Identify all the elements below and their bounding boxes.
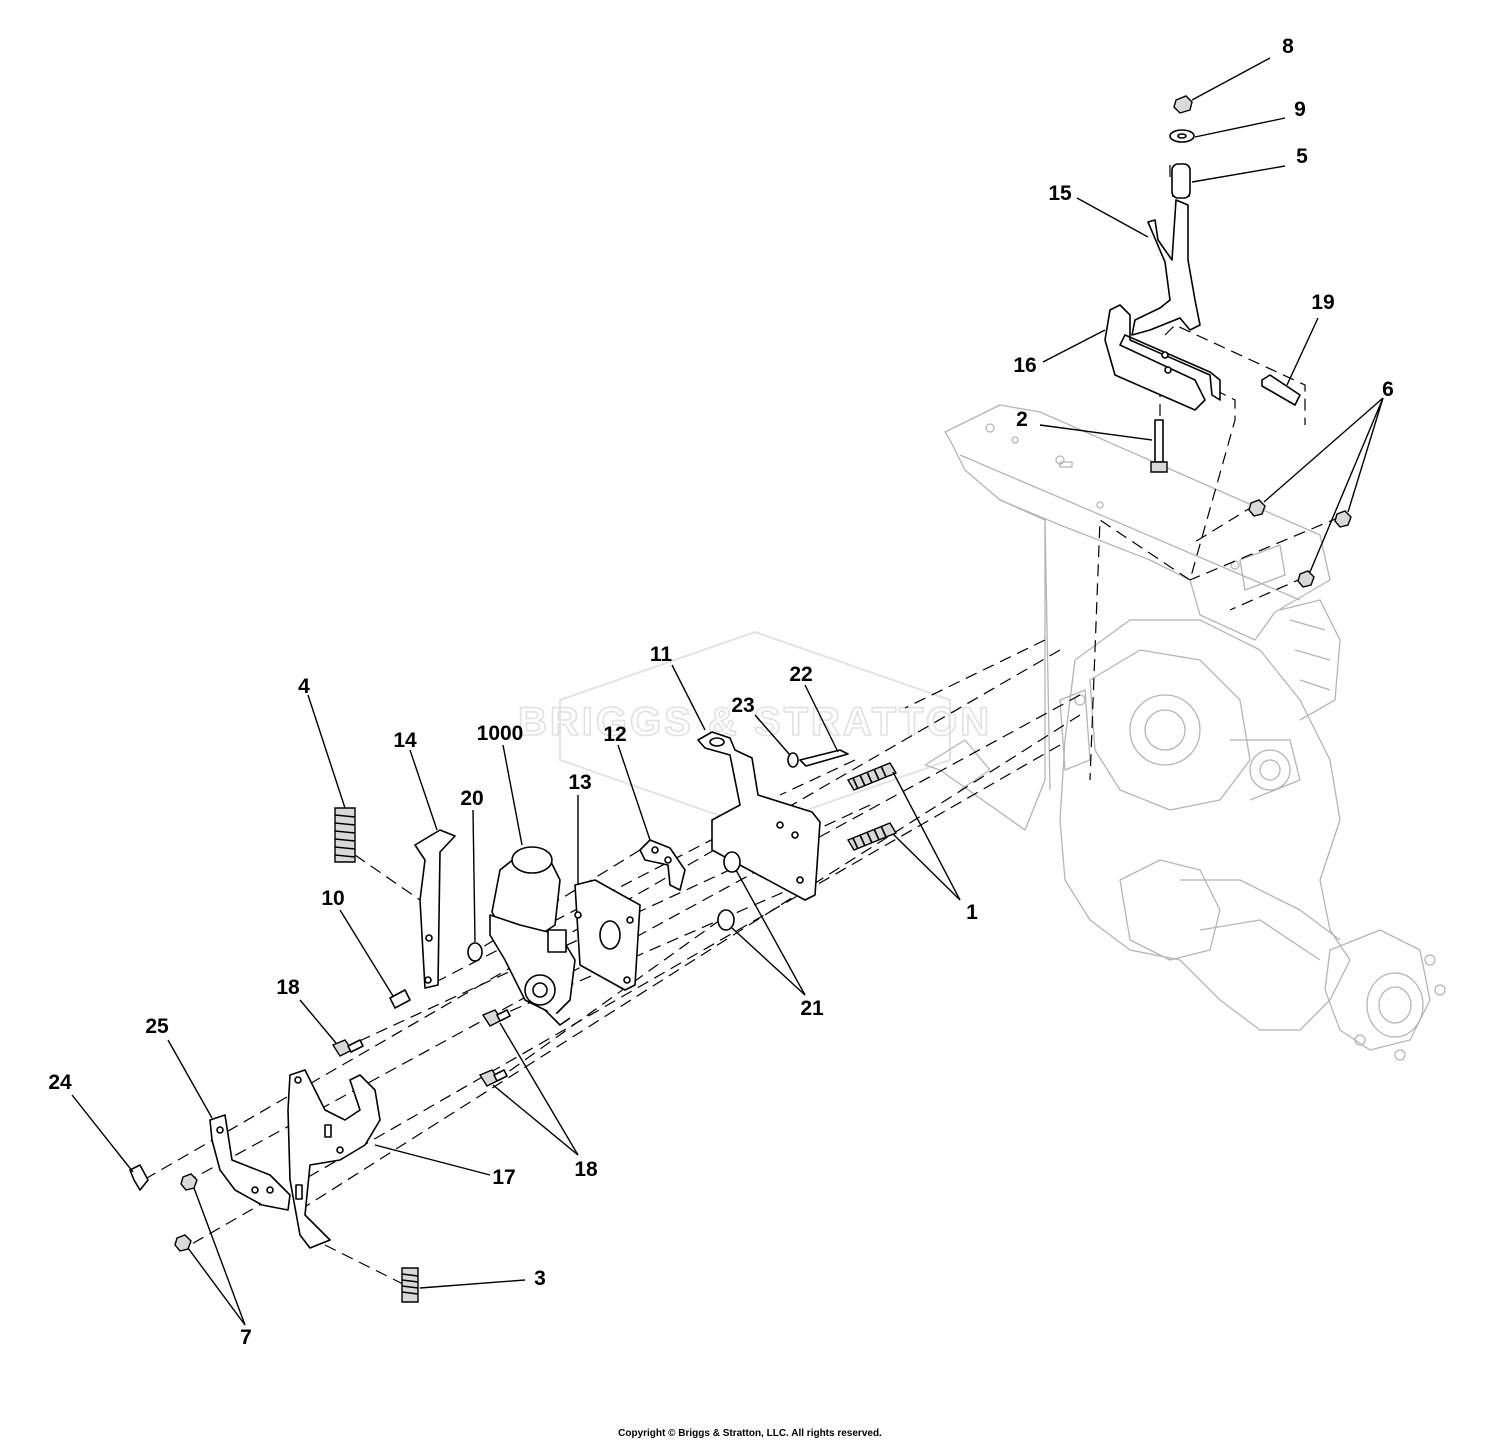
part-11-bracket: [697, 731, 821, 901]
part-5-spring: [1171, 163, 1191, 199]
callout-18-left: 18: [276, 976, 300, 999]
callout-13: 13: [568, 771, 591, 794]
callout-24: 24: [48, 1071, 72, 1094]
parts: [129, 95, 1352, 1303]
callout-18-right: 18: [574, 1158, 598, 1181]
frame-transaxle-assembly: [924, 404, 1446, 1061]
callout-3: 3: [534, 1267, 546, 1290]
part-2-bolt: [1154, 419, 1164, 463]
part-4-spring: [334, 807, 356, 863]
callout-12: 12: [603, 723, 626, 746]
part-6-nut-c: [1297, 570, 1315, 588]
part-20-bushing: [467, 942, 483, 962]
part-16-bracket: [1104, 304, 1221, 411]
callout-1: 1: [966, 901, 978, 924]
callout-5: 5: [1296, 145, 1308, 168]
part-21-spacer-a: [723, 851, 741, 873]
callout-17: 17: [492, 1166, 515, 1189]
part-1-springs: [846, 762, 898, 851]
callout-14: 14: [393, 729, 417, 752]
part-10-stud: [389, 989, 411, 1009]
part-7-nut-a: [180, 1173, 198, 1191]
callout-6: 6: [1382, 378, 1394, 401]
part-14-lever: [414, 829, 456, 989]
callout-19: 19: [1311, 291, 1334, 314]
watermark-text: BRIGGS & STRATTON: [518, 700, 992, 744]
part-15-lever: [1131, 199, 1201, 336]
part-6-nut-b: [1334, 510, 1352, 528]
watermark: BRIGGS & STRATTON: [517, 630, 992, 830]
callout-9: 9: [1294, 98, 1306, 121]
part-12-plate: [639, 839, 686, 891]
callout-23: 23: [731, 694, 754, 717]
part-22-pin: [799, 749, 849, 767]
callout-10: 10: [321, 887, 344, 910]
part-6-nut-a: [1248, 499, 1266, 517]
part-8-nut: [1173, 95, 1193, 114]
callout-25: 25: [145, 1015, 169, 1038]
part-1000-motor: [489, 846, 576, 1026]
callout-20: 20: [460, 787, 483, 810]
callout-22: 22: [789, 663, 812, 686]
part-3-spring: [401, 1267, 419, 1303]
part-23-washer: [787, 752, 799, 768]
part-21-spacer-b: [717, 909, 735, 931]
callout-2: 2: [1016, 408, 1028, 431]
leader-lines: [71, 57, 1384, 1326]
part-17-bracket: [287, 1069, 381, 1249]
callout-4: 4: [298, 675, 310, 698]
callout-8: 8: [1282, 35, 1294, 58]
callout-15: 15: [1048, 182, 1072, 205]
callout-11: 11: [650, 643, 673, 666]
callout-21: 21: [800, 997, 824, 1020]
callout-16: 16: [1013, 354, 1036, 377]
part-24-clip: [129, 1164, 149, 1191]
callout-7: 7: [240, 1326, 252, 1349]
callout-1000: 1000: [477, 722, 524, 745]
copyright-notice: Copyright © Briggs & Stratton, LLC. All …: [618, 1428, 882, 1439]
callout-labels: 8 9 5 15 19 16 6 2 11 22 23 4 14 1000 12…: [48, 35, 1394, 1349]
part-19-pin: [1261, 374, 1301, 406]
